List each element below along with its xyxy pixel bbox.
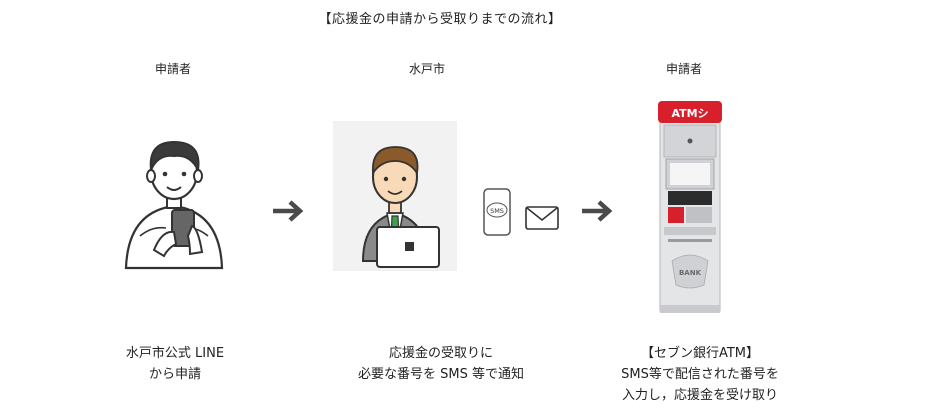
city-officer-laptop-illustration (333, 121, 457, 271)
sms-bubble-text: SMS (490, 207, 504, 215)
atm-bank-mark-text: BANK (679, 269, 702, 277)
role-label-applicant-1: 申請者 (154, 62, 191, 76)
applicant-with-smartphone-illustration (118, 132, 230, 272)
seven-bank-atm-illustration: ATMシ BANK (654, 99, 726, 315)
flow-arrow-right-1 (271, 199, 307, 223)
smartphone-sms-icon: SMS (483, 188, 511, 236)
step-description-line-application: 水戸市公式 LINE から申請 (125, 346, 225, 382)
role-label-city: 水戸市 (408, 62, 445, 76)
diagram-title: 【応援金の申請から受取りまでの流れ】 (318, 12, 562, 27)
step-description-sms-notice: 応援金の受取りに 必要な番号を SMS 等で通知 (358, 346, 524, 382)
role-label-applicant-2: 申請者 (665, 62, 702, 76)
step-description-atm-receipt: 【セブン銀行ATM】 SMS等で配信された番号を 入力し，応援金を受け取り (621, 346, 779, 403)
flow-arrow-right-2 (580, 199, 616, 223)
atm-sign-text: ATMシ (671, 107, 708, 120)
envelope-icon (525, 206, 559, 230)
